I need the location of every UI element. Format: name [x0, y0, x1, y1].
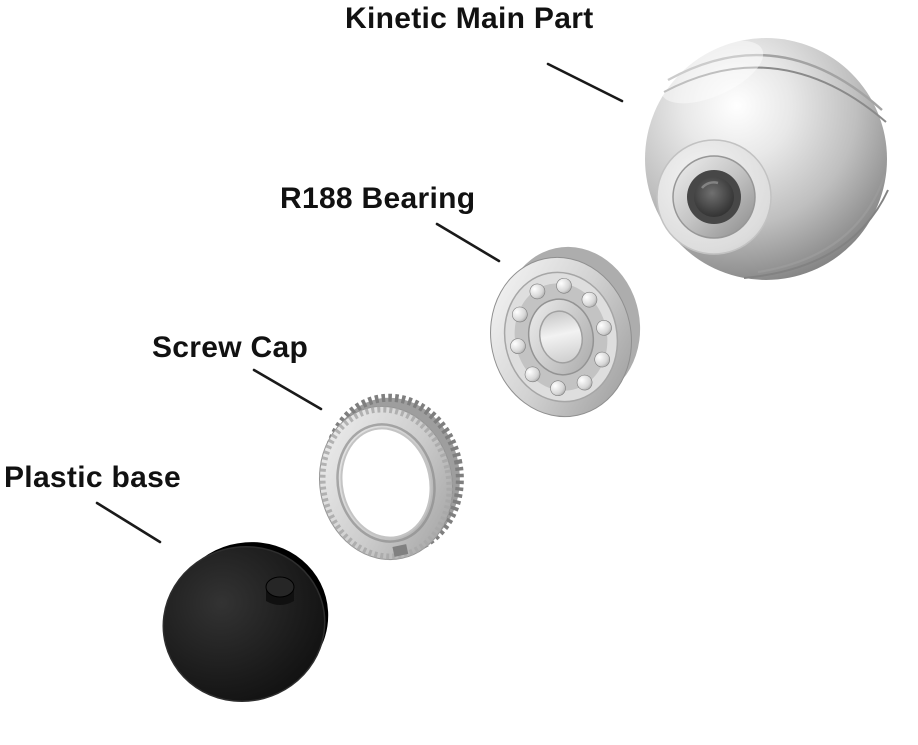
plastic-base-label: Plastic base	[4, 461, 182, 494]
r188-bearing-label: R188 Bearing	[280, 182, 476, 215]
leader-lines	[95, 62, 624, 544]
leader-line-screw-cap	[252, 368, 323, 411]
plastic-base-graphic	[162, 542, 329, 703]
plastic-base-post	[265, 576, 295, 605]
screw-cap-notch	[392, 544, 409, 557]
bearing-balls	[510, 277, 612, 397]
leader-line-main-part	[546, 62, 624, 103]
screw-cap-label: Screw Cap	[152, 331, 309, 364]
screw-cap-graphic	[318, 393, 464, 561]
bearing-graphic	[490, 246, 641, 418]
kinetic-main-part-label: Kinetic Main Part	[345, 2, 594, 35]
leader-line-bearing	[435, 222, 501, 263]
kinetic-main-part-graphic	[645, 38, 889, 280]
leader-line-plastic-base	[95, 501, 162, 544]
